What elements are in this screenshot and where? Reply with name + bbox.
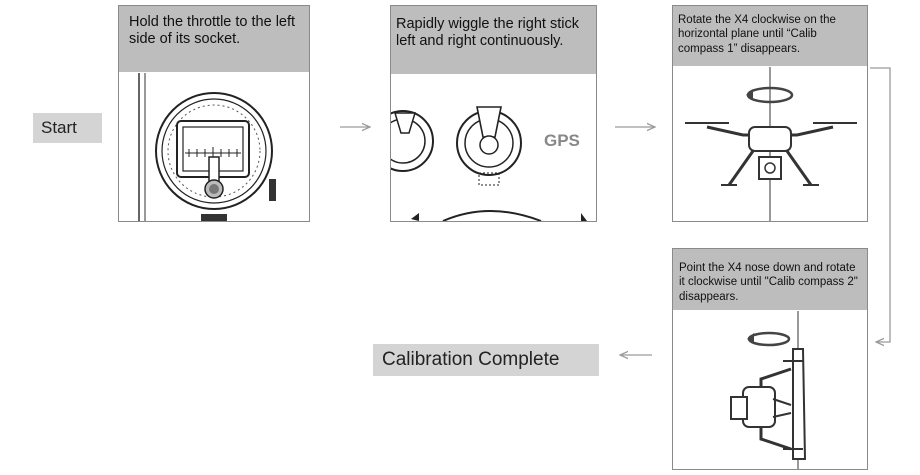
step-2-panel: Rapidly wiggle the right stick left and …	[390, 5, 597, 222]
right-stick-illustration: GPS	[391, 106, 587, 221]
arrow-step3-to-step4	[870, 67, 891, 342]
step-4-instruction: Point the X4 nose down and rotate it clo…	[673, 249, 867, 310]
step-1-panel: Hold the throttle to the left side of it…	[118, 5, 310, 222]
step-1-instruction: Hold the throttle to the left side of it…	[119, 6, 309, 72]
gps-label: GPS	[544, 131, 580, 150]
step-3-panel: Rotate the X4 clockwise on the horizonta…	[672, 5, 868, 222]
throttle-stick-illustration	[138, 73, 276, 221]
step-2-instruction: Rapidly wiggle the right stick left and …	[391, 6, 596, 74]
drone-horizontal-rotation-illustration	[685, 67, 857, 221]
step-3-instruction: Rotate the X4 clockwise on the horizonta…	[673, 6, 867, 66]
calibration-complete-label: Calibration Complete	[373, 344, 599, 376]
start-label: Start	[33, 113, 102, 143]
drone-nose-down-rotation-illustration	[730, 311, 807, 469]
step-4-panel: Point the X4 nose down and rotate it clo…	[672, 248, 868, 470]
